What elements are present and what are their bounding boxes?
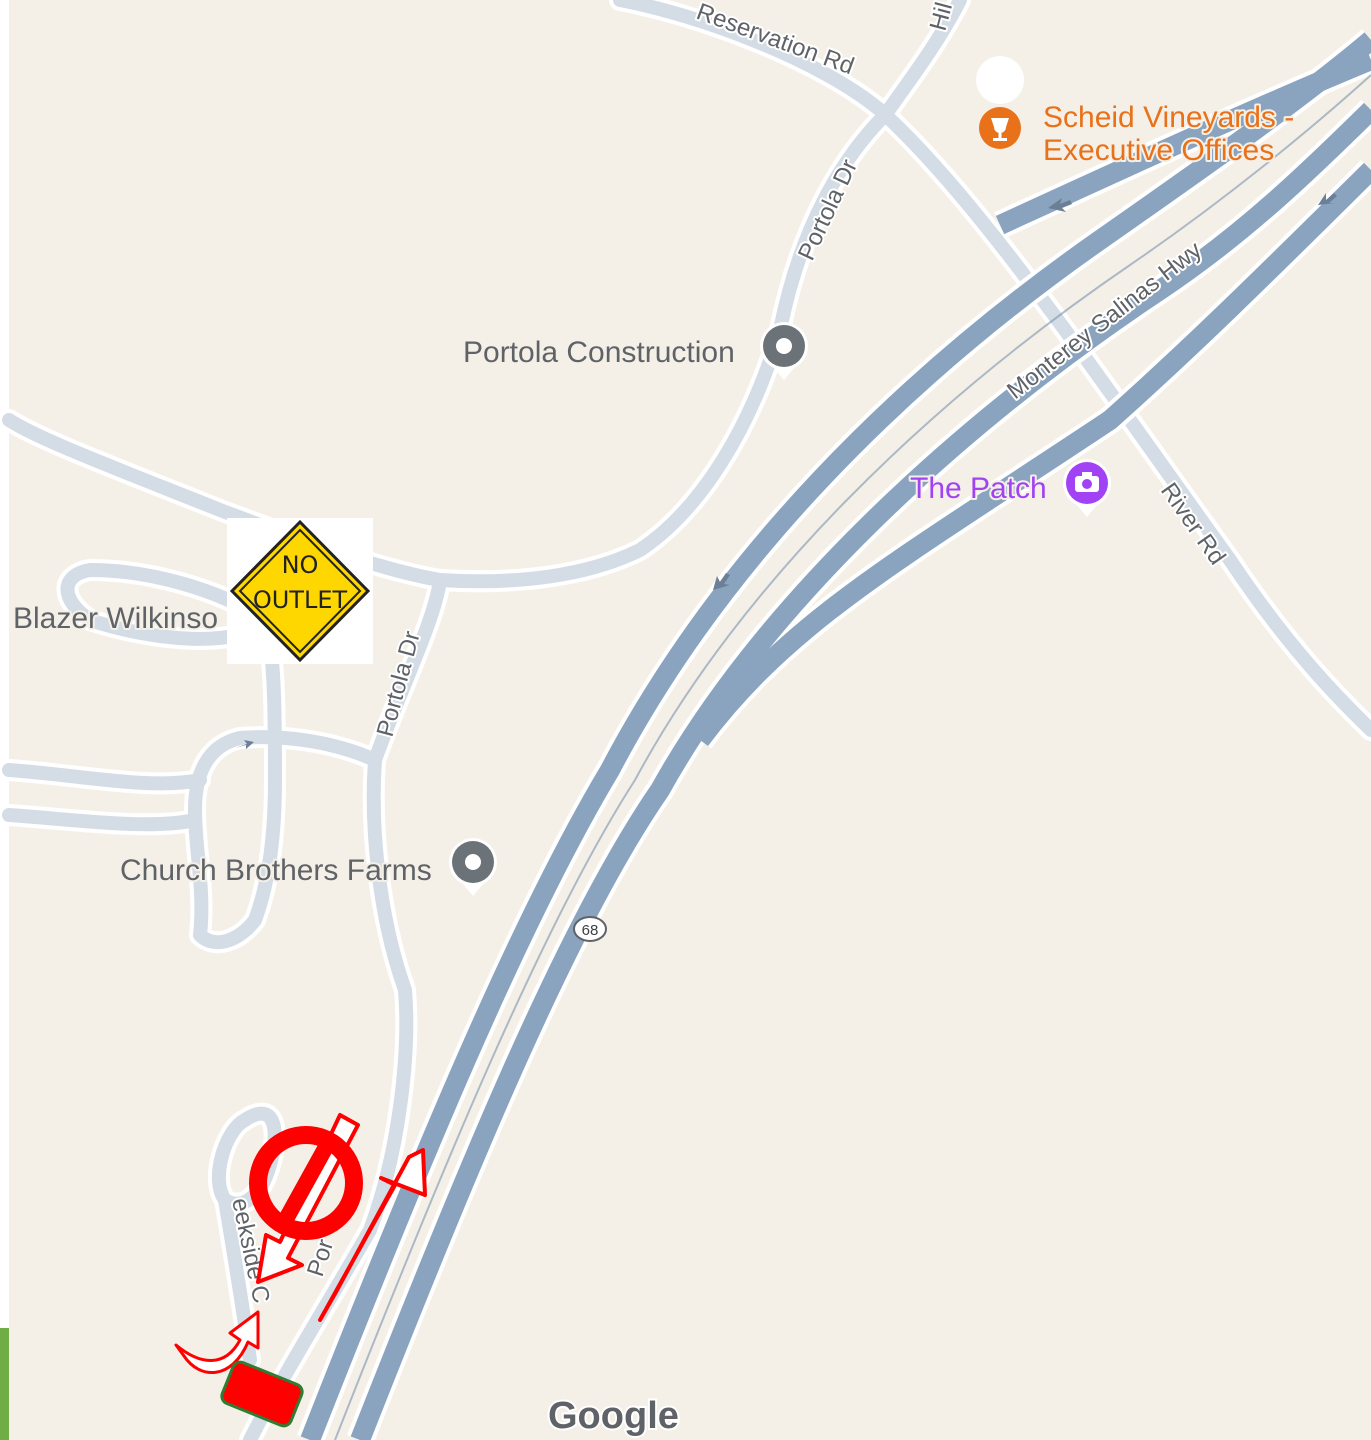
poi-church-brothers-farms[interactable]: Church Brothers Farms [118, 838, 498, 896]
no-outlet-sign: NO OUTLET [227, 518, 373, 664]
poi-portola-construction[interactable]: Portola Construction [461, 322, 808, 380]
poi-scheid-line2: Executive Offices [1043, 134, 1274, 167]
route-68-label: 68 [582, 922, 599, 939]
poi-the-patch-label: The Patch [910, 472, 1047, 505]
straight-arrow-icon [318, 1148, 427, 1322]
route-68-shield: 68 [573, 916, 607, 942]
road-direction-arrows [235, 193, 1337, 749]
route-annotations [174, 1113, 427, 1428]
google-watermark: Google [548, 1395, 679, 1437]
no-entry-icon [249, 1126, 363, 1240]
poi-scheid-vineyards[interactable]: Scheid Vineyards - Executive Offices [976, 56, 1296, 169]
highway-68 [296, 29, 1371, 1440]
u-turn-arrow-icon [174, 1310, 260, 1375]
poi-the-patch[interactable]: The Patch [908, 459, 1112, 517]
poi-scheid-line1: Scheid Vineyards - [1043, 101, 1294, 134]
vehicle-marker [220, 1360, 304, 1428]
poi-blazer-wilkinson-label[interactable]: Blazer Wilkinso [11, 600, 220, 637]
left-border-strip [0, 0, 9, 1440]
wine-glass-icon [976, 56, 1025, 149]
google-logo: Google [546, 1393, 681, 1439]
poi-church-brothers-label: Church Brothers Farms [120, 854, 432, 887]
poi-portola-construction-label: Portola Construction [463, 336, 735, 369]
side-bar-accent [0, 1328, 9, 1440]
no-outlet-line2: OUTLET [253, 586, 348, 614]
no-outlet-line1: NO [282, 551, 319, 579]
location-pin-icon [449, 838, 498, 896]
location-pin-icon [760, 322, 808, 380]
camera-icon [1063, 459, 1112, 517]
